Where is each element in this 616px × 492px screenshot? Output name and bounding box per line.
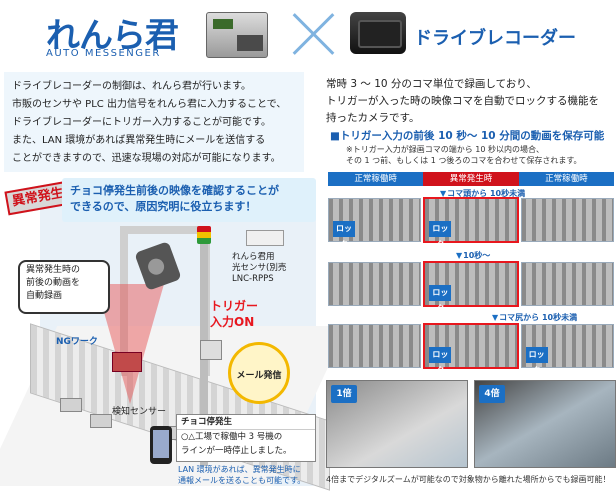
intro-left-line: ことができますので、迅速な現場の対応が可能になります。: [12, 153, 281, 164]
message-title: チョコ停発生: [177, 415, 315, 430]
renrakun-device-icon: [206, 12, 268, 58]
photo-zoom-4x: 4倍: [474, 380, 616, 468]
intro-left-line: ドライブレコーダーの制御は、れんら君が行います。: [12, 81, 251, 92]
phase-header: 正常稼働時 異常発生時 正常稼働時: [328, 172, 614, 186]
frame-cell: ロック: [520, 324, 614, 375]
lan-note-line: LAN 環境があれば、異常発生時に: [178, 465, 301, 474]
intro-right-line: 持ったカメラです。: [326, 112, 420, 124]
recording-diagram: 正常稼働時 異常発生時 正常稼働時 コマ頭から 10秒未満 ロック ロック 10…: [322, 172, 614, 375]
callout-line: 異常発生時の: [26, 265, 81, 275]
notification-message: チョコ停発生 ○△工場で稼働中 3 号機の ラインが一時停止しました。: [176, 414, 316, 462]
auto-record-callout: 異常発生時の 前後の動画を 自動録画: [18, 260, 110, 314]
frame-row-2: ロック: [328, 261, 614, 313]
frame-cell: [520, 198, 614, 242]
intro-right-line: 常時 3 ～ 10 分のコマ単位で録画しており、: [326, 78, 537, 90]
intro-left-line: ドライブレコーダーにトリガー入力することが可能です。: [12, 117, 271, 128]
callout-line: 前後の動画を: [26, 278, 81, 288]
lan-note: LAN 環境があれば、異常発生時に 通報メールを送ることも可能です。: [178, 464, 318, 486]
header: れんら君 AUTO MESSENGER ドライブレコーダー: [0, 0, 616, 68]
trigger-line: 入力ON: [210, 315, 255, 329]
highlight-note-line: ※トリガー入力が録画コマの端から 10 秒以内の場合、: [346, 145, 544, 154]
lock-badge: ロック: [525, 347, 548, 375]
callout-line: 自動録画: [26, 291, 63, 301]
message-body-line: ○△工場で稼働中 3 号機の: [181, 432, 283, 442]
sensor-label: れんら君用 光センサ(別売 LNC-RPPS: [232, 252, 304, 285]
message-body-line: ラインが一時停止しました。: [181, 446, 292, 456]
frame-cell: [328, 324, 422, 368]
banner-line: チョコ停発生前後の映像を確認することが: [70, 184, 279, 197]
sensor-label-line: 光センサ(別売: [232, 263, 287, 273]
phase-normal: 正常稼働時: [328, 172, 424, 186]
dashcam-icon: [350, 12, 406, 54]
lock-badge: ロック: [429, 285, 452, 313]
trigger-line: トリガー: [210, 299, 259, 313]
smartphone-icon: [150, 426, 172, 464]
frame-cell-selected: ロック: [423, 197, 519, 249]
frame-cell: [520, 262, 614, 306]
ng-workpiece: [112, 352, 142, 372]
renrakun-small-icon: [200, 340, 222, 360]
phase-normal: 正常稼働時: [518, 172, 614, 186]
sensor-label-line: れんら君用: [232, 252, 275, 262]
brand-logo: れんら君: [46, 16, 179, 56]
photo-zoom-1x: 1倍: [326, 380, 468, 468]
intro-left-line: また、LAN 環境があれば異常発生時にメールを送信する: [12, 135, 266, 146]
trigger-label: トリガー 入力ON: [210, 298, 258, 330]
arrow-label-head: コマ頭から 10秒未満: [440, 188, 525, 199]
frame-row-1: ロック ロック: [328, 197, 614, 249]
brand-subtitle: AUTO MESSENGER: [46, 48, 161, 59]
headline-banner: チョコ停発生前後の映像を確認することが できるので、原因究明に役立ちます！: [62, 178, 316, 222]
banner-line: できるので、原因究明に役立ちます！: [70, 200, 257, 213]
highlight-note: ※トリガー入力が録画コマの端から 10 秒以内の場合、 その 1 つ前、もしくは…: [346, 144, 616, 166]
lock-badge: ロック: [429, 221, 452, 249]
ng-label: NGワーク: [56, 337, 98, 347]
lock-badge: ロック: [429, 347, 452, 375]
workpiece: [90, 414, 112, 428]
frame-cell-selected: ロック: [423, 323, 519, 375]
intro-right: 常時 3 ～ 10 分のコマ単位で録画しており、 トリガーが入った時の映像コマを…: [322, 72, 614, 131]
zoom-tag: 1倍: [331, 385, 357, 403]
workpiece: [60, 398, 82, 412]
light-sensor-icon: [246, 230, 284, 246]
lan-note-line: 通報メールを送ることも可能です。: [178, 476, 306, 485]
frame-cell: ロック: [328, 198, 422, 249]
frame-row-3: ロック ロック: [328, 323, 614, 375]
photo-caption: 4倍までデジタルズームが可能なので対象物から離れた場所からでも録画可能！: [326, 475, 611, 484]
highlight-heading: ■トリガー入力の前後 10 秒～ 10 分間の動画を保存可能: [330, 130, 605, 142]
highlight-note-line: その 1 つ前、もしくは 1 つ後ろのコマを合わせて保存されます。: [346, 156, 582, 165]
arrow-label-mid: 10秒～: [456, 250, 490, 261]
lock-badge: ロック: [333, 221, 355, 249]
phase-alarm: 異常発生時: [423, 172, 519, 186]
detection-sensor-label: 検知センサー: [112, 407, 167, 417]
intro-left: ドライブレコーダーの制御は、れんら君が行います。 市販のセンサや PLC 出力信…: [4, 72, 304, 172]
frame-cell: [328, 262, 422, 306]
intro-right-line: トリガーが入った時の映像コマを自動でロックする機能を: [326, 95, 599, 107]
zoom-tag: 4倍: [479, 385, 505, 403]
sensor-label-line: LNC-RPPS: [232, 274, 274, 284]
factory-illustration: れんら君用 光センサ(別売 LNC-RPPS 異常発生 チョコ停発生前後の映像を…: [0, 176, 348, 492]
signal-light-icon: [197, 226, 211, 244]
cross-icon: [290, 10, 336, 56]
mail-send-badge: メール発信: [228, 342, 290, 404]
product-title: ドライブレコーダー: [414, 28, 576, 49]
intro-left-line: 市販のセンサや PLC 出力信号をれんら君に入力することで、: [12, 99, 287, 110]
arrow-label-tail: コマ尻から 10秒未満: [492, 312, 577, 323]
frame-cell-selected: ロック: [423, 261, 519, 313]
